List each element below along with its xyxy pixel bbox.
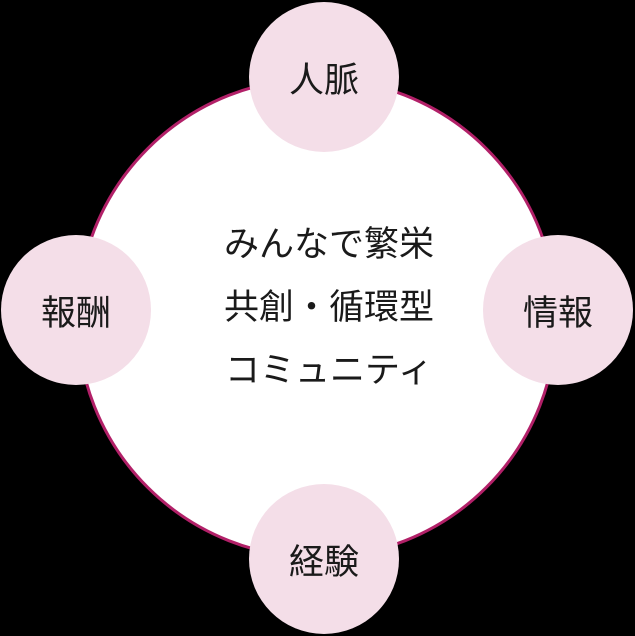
- node-label-left: 報酬: [40, 293, 111, 333]
- main-circle: [76, 77, 558, 559]
- node-circle-right: 情報: [483, 235, 633, 385]
- node-label-top: 人脈: [288, 60, 359, 100]
- node-circle-left: 報酬: [1, 235, 151, 385]
- node-circle-bottom: 経験: [249, 484, 399, 634]
- node-label-right: 情報: [522, 293, 593, 333]
- node-circle-top: 人脈: [249, 2, 399, 152]
- node-label-bottom: 経験: [288, 542, 359, 582]
